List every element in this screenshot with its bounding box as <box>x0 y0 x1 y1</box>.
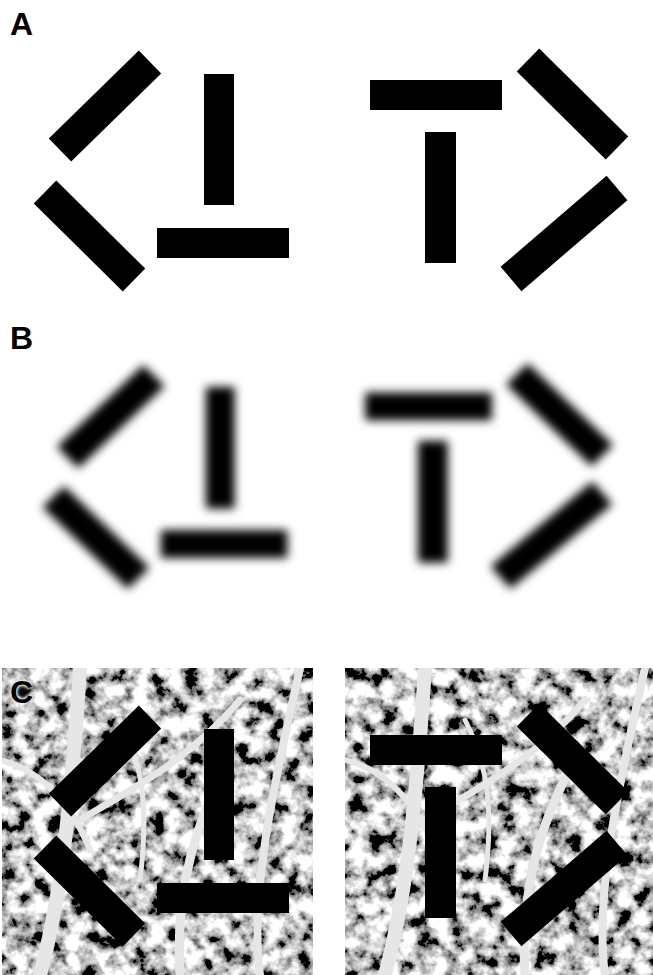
foliage-background <box>2 668 313 975</box>
foliage-background <box>345 668 653 975</box>
panel-label: A <box>10 8 33 40</box>
panel-label: C <box>10 676 33 708</box>
panel-label: B <box>10 322 33 354</box>
bar-figure-b <box>53 374 602 579</box>
bar-figure-a <box>45 60 617 280</box>
bar-figure-c <box>45 715 617 935</box>
